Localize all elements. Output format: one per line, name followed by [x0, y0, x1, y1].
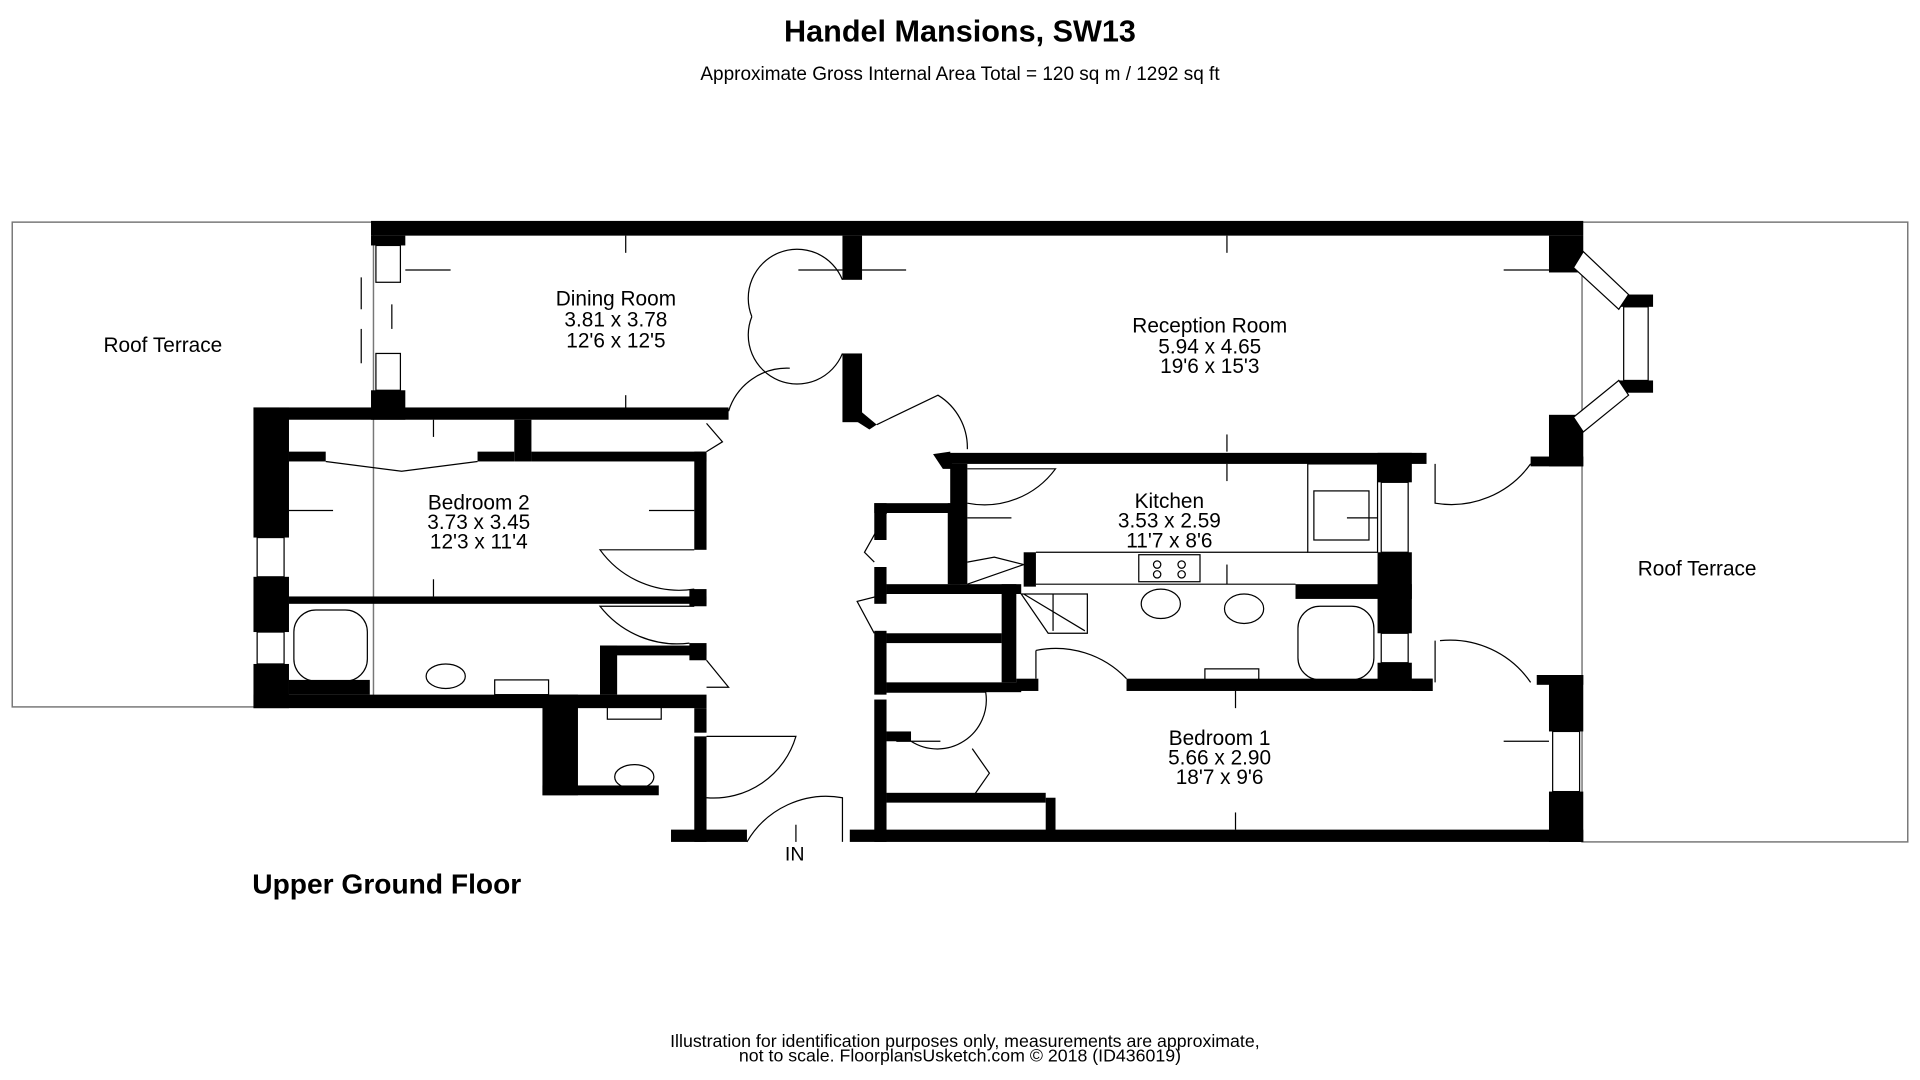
page-title: Handel Mansions, SW13 — [784, 15, 1136, 49]
room-metric: 5.66 x 2.90 — [1168, 747, 1271, 770]
room-bedroom-1: Bedroom 1 5.66 x 2.90 18'7 x 9'6 — [1168, 727, 1271, 789]
room-imperial: 19'6 x 15'3 — [1160, 355, 1259, 378]
room-name: Bedroom 1 — [1169, 727, 1271, 750]
room-kitchen: Kitchen 3.53 x 2.59 11'7 x 8'6 — [1118, 490, 1221, 552]
room-imperial: 11'7 x 8'6 — [1126, 529, 1212, 552]
dimension-arrows — [288, 235, 1549, 842]
floor-label: Upper Ground Floor — [252, 867, 521, 899]
room-metric: 3.73 x 3.45 — [427, 511, 530, 534]
room-metric: 5.94 x 4.65 — [1158, 335, 1261, 358]
room-name: Bedroom 2 — [428, 491, 530, 514]
disclaimer-line-2: not to scale. FloorplansUsketch.com © 20… — [739, 1046, 1181, 1066]
bath-icon — [293, 609, 368, 682]
bath-icon-ensuite — [1297, 605, 1375, 681]
roof-terrace-left-outline — [11, 221, 375, 708]
room-imperial: 18'7 x 9'6 — [1176, 766, 1264, 789]
room-dining: Dining Room 3.81 x 3.78 12'6 x 12'5 — [556, 288, 676, 353]
room-name: Kitchen — [1135, 490, 1204, 513]
room-bedroom-2: Bedroom 2 3.73 x 3.45 12'3 x 11'4 — [427, 491, 530, 553]
entrance-label: IN — [785, 843, 805, 865]
windows — [256, 244, 1649, 793]
shower-icon — [1020, 593, 1088, 634]
walls — [253, 220, 1654, 842]
roof-terrace-right-label: Roof Terrace — [1638, 558, 1757, 581]
fixtures — [293, 463, 1379, 790]
room-name: Reception Room — [1132, 315, 1287, 338]
room-imperial: 12'3 x 11'4 — [430, 531, 528, 554]
toilet-icon — [425, 663, 466, 690]
roof-terrace-right-outline — [1581, 221, 1909, 843]
room-name: Dining Room — [556, 288, 676, 311]
disclaimer-line-1: Illustration for identification purposes… — [670, 1031, 1260, 1051]
room-reception: Reception Room 5.94 x 4.65 19'6 x 15'3 — [1132, 315, 1287, 379]
doors — [325, 248, 1532, 843]
roof-terrace-left-label: Roof Terrace — [103, 334, 222, 357]
area-subtitle: Approximate Gross Internal Area Total = … — [700, 64, 1220, 85]
room-metric: 3.53 x 2.59 — [1118, 510, 1221, 533]
sink-icon — [1313, 490, 1370, 541]
hob-icon — [1138, 554, 1201, 583]
room-imperial: 12'6 x 12'5 — [566, 329, 665, 352]
room-metric: 3.81 x 3.78 — [564, 308, 667, 331]
